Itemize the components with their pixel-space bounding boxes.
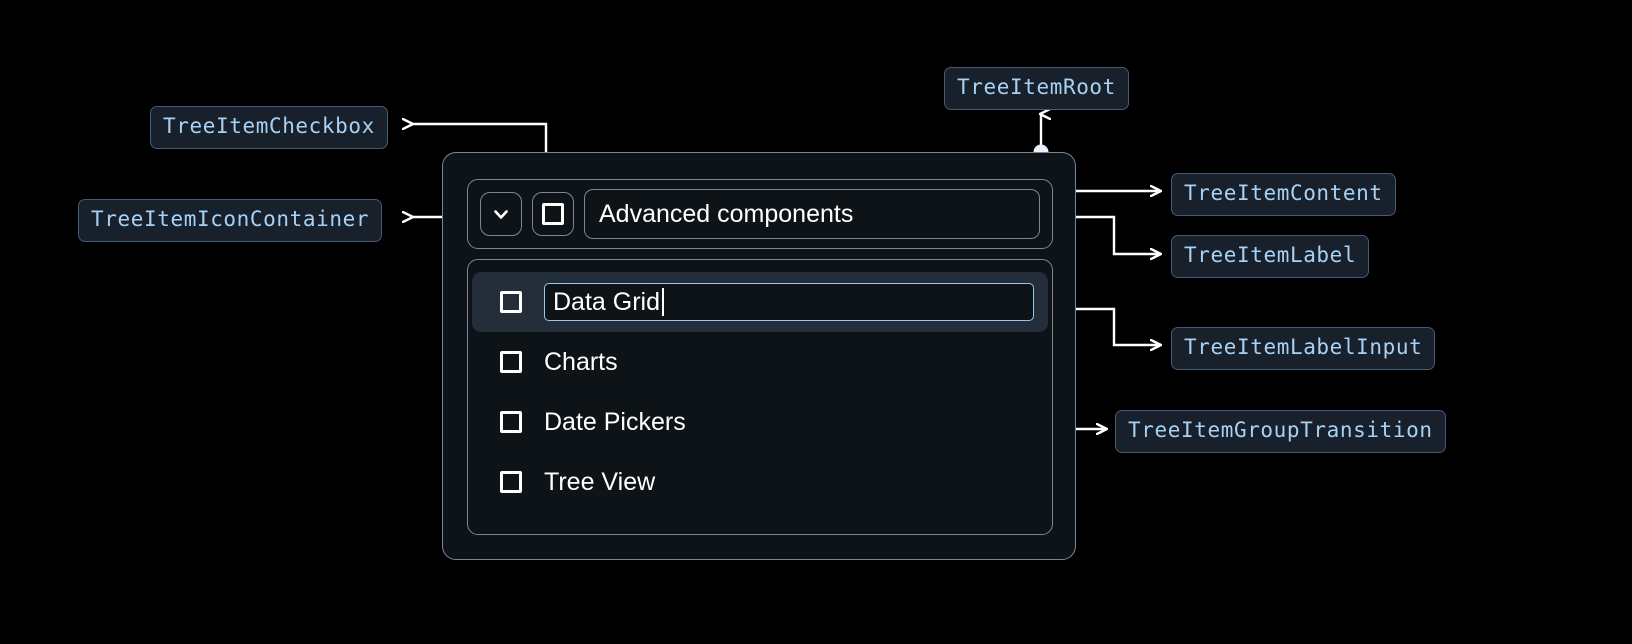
checkbox-unchecked-icon[interactable] [500,351,522,373]
annotation-chip-treeitemcontent: TreeItemContent [1171,173,1396,216]
annotation-chip-treeitemiconcontainer: TreeItemIconContainer [78,199,383,242]
annotation-chip-treeitemlabel: TreeItemLabel [1171,235,1370,278]
annotation-chip-treeitemlabelinput: TreeItemLabelInput [1171,327,1436,370]
tree-item-row-data-grid[interactable]: Data Grid [472,272,1048,332]
tree-item-label[interactable]: Advanced components [584,189,1040,239]
tree-item-row-charts[interactable]: Charts [468,332,1052,392]
tree-item-root[interactable]: Advanced components Data Grid Charts Dat… [442,152,1076,560]
chevron-down-icon [494,210,508,219]
tree-item-row-date-pickers[interactable]: Date Pickers [468,392,1052,452]
tree-item-group-transition: Data Grid Charts Date Pickers Tree View [467,259,1053,535]
tree-item-label-input[interactable]: Data Grid [544,283,1034,321]
annotation-chip-treeitemgrouptransition: TreeItemGroupTransition [1115,410,1446,453]
text-caret [661,288,664,316]
checkbox-unchecked-icon[interactable] [500,411,522,433]
tree-item-row-tree-view[interactable]: Tree View [468,452,1052,512]
tree-item-label: Tree View [544,467,656,496]
checkbox-unchecked-icon [542,203,564,225]
tree-item-label: Charts [544,347,618,376]
tree-item-checkbox[interactable] [532,192,574,236]
annotation-chip-treeitemcheckbox: TreeItemCheckbox [150,106,388,149]
tree-item-icon-container[interactable] [480,192,522,236]
tree-item-label-input-value: Data Grid [553,287,660,316]
checkbox-unchecked-icon[interactable] [500,471,522,493]
tree-item-content[interactable]: Advanced components [467,179,1053,249]
tree-item-label: Date Pickers [544,407,686,436]
annotation-chip-treeitemroot: TreeItemRoot [944,67,1129,110]
checkbox-unchecked-icon[interactable] [500,291,522,313]
